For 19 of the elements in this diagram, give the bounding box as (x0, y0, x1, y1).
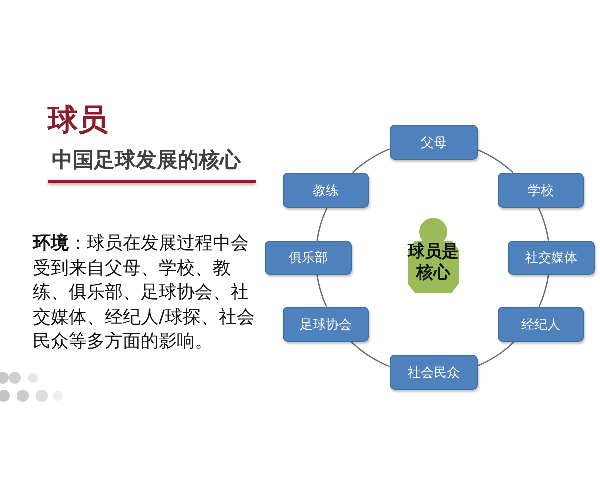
category-box: 父母 (390, 125, 478, 160)
category-box: 经纪人 (498, 307, 584, 342)
slide-title: 球员 (48, 104, 108, 138)
ring-connector (352, 148, 390, 174)
category-box: 社会民众 (390, 355, 478, 390)
ring-connector (538, 274, 550, 308)
description-paragraph: 环境：球员在发展过程中会受到来自父母、学校、教练、俱乐部、足球协会、社交媒体、经纪人/球探、社会民众等多方面的影响。 (33, 232, 256, 354)
subtitle: 中国足球发展的核心 (52, 147, 242, 174)
category-box: 学校 (498, 173, 584, 208)
ring-connector (538, 208, 550, 242)
category-box: 俱乐部 (265, 241, 352, 275)
ring-connector (478, 150, 514, 174)
category-box: 足球协会 (283, 307, 369, 342)
category-box: 社交媒体 (508, 241, 595, 275)
ring-connector (351, 342, 390, 368)
ring-connector (478, 342, 515, 366)
ring-connector (316, 208, 328, 242)
category-box: 教练 (283, 173, 369, 208)
ring-connector (316, 274, 328, 308)
